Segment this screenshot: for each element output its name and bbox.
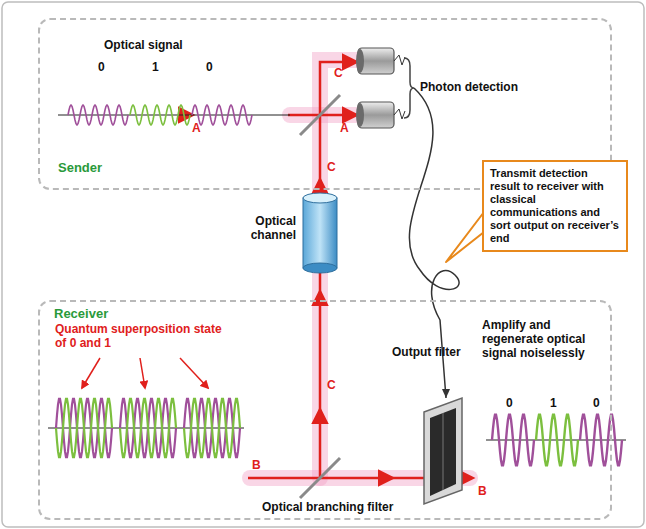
beam-letter: B bbox=[252, 458, 261, 472]
beam-letter: B bbox=[478, 484, 487, 498]
beam-splitter bbox=[300, 95, 340, 135]
beam-letter: A bbox=[340, 121, 349, 135]
wave-segment bbox=[56, 399, 112, 458]
optical-channel bbox=[303, 193, 337, 273]
wave-segment bbox=[492, 415, 534, 466]
beam-letter: C bbox=[327, 160, 336, 174]
bit-value: 1 bbox=[152, 60, 159, 74]
branching-filter bbox=[300, 458, 340, 498]
wave-segment bbox=[184, 399, 240, 458]
signal-label: Optical signal bbox=[104, 38, 183, 52]
bracket bbox=[404, 58, 414, 118]
callout-tail bbox=[446, 212, 484, 262]
wave-segment bbox=[56, 399, 112, 458]
pointer-arrow bbox=[82, 358, 208, 388]
filter-label: Optical branching filter bbox=[262, 500, 393, 514]
callout-box: Transmit detection result to receiver wi… bbox=[482, 160, 628, 252]
beam-letter: C bbox=[334, 66, 343, 80]
wave-segment bbox=[120, 399, 176, 458]
wave-segment bbox=[192, 105, 252, 125]
state-label: Quantum superposition state of 0 and 1 bbox=[55, 322, 230, 350]
wave-segment bbox=[184, 399, 240, 458]
bit-value: 1 bbox=[550, 396, 557, 410]
region-label: Sender bbox=[58, 160, 102, 175]
wire-arrowhead bbox=[442, 389, 450, 398]
region-label: Receiver bbox=[54, 306, 108, 321]
wave-segment bbox=[130, 105, 190, 125]
bit-value: 0 bbox=[98, 60, 105, 74]
bit-value: 0 bbox=[506, 396, 513, 410]
output-filter bbox=[424, 398, 462, 504]
wave-segment bbox=[68, 105, 128, 125]
detector-label: Photon detection bbox=[420, 80, 518, 94]
wave-segment bbox=[580, 415, 622, 466]
wave-segment bbox=[120, 399, 176, 458]
box-text: Transmit detection result to receiver wi… bbox=[490, 167, 620, 245]
wave-segment bbox=[536, 415, 578, 466]
beam-letter: A bbox=[192, 121, 201, 135]
photon-detector bbox=[356, 48, 405, 128]
bit-value: 0 bbox=[206, 60, 213, 74]
filter-label: Output filter bbox=[392, 345, 461, 359]
output-label: Amplify and regenerate optical signal no… bbox=[482, 318, 608, 360]
bit-value: 0 bbox=[593, 396, 600, 410]
beam-letter: C bbox=[327, 378, 336, 392]
channel-label: Optical channel bbox=[228, 214, 296, 242]
